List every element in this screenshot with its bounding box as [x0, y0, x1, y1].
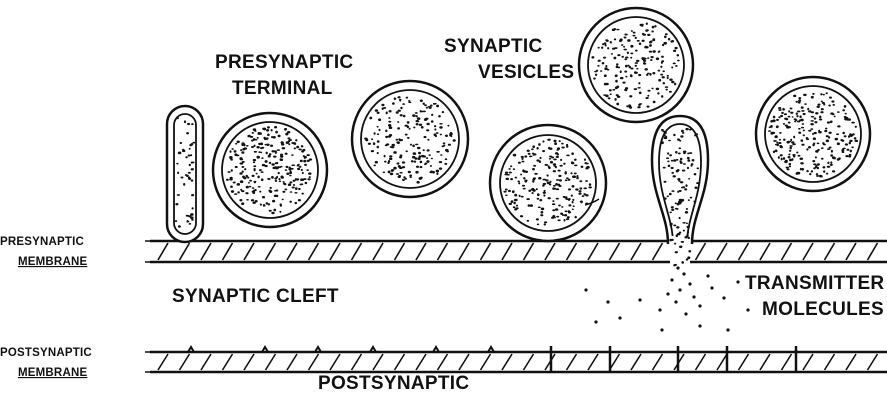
presynaptic-terminal-label: TERMINAL [232, 78, 333, 99]
postsynaptic-membrane [150, 346, 887, 372]
synaptic-vesicles-label: VESICLES [478, 62, 574, 83]
presynaptic-membrane-label: MEMBRANE [18, 256, 87, 268]
synaptic-vesicles-label: SYNAPTIC [444, 36, 542, 57]
synaptic-vesicle [756, 77, 870, 191]
synaptic-cleft-label: SYNAPTIC CLEFT [172, 286, 339, 307]
presynaptic-membrane-label: PRESYNAPTIC [0, 236, 84, 248]
synaptic-vesicle [352, 81, 468, 197]
postsynaptic-membrane-label: MEMBRANE [18, 367, 87, 379]
transmitter-molecules-label: TRANSMITTER [745, 273, 884, 294]
transmitter-molecules-label: MOLECULES [762, 299, 884, 320]
fusing-vesicle [652, 116, 708, 266]
synaptic-vesicle [213, 113, 327, 227]
presynaptic-terminal-label: PRESYNAPTIC [215, 52, 353, 73]
elongated-vesicle [167, 106, 203, 242]
presynaptic-membrane [150, 241, 887, 262]
postsynaptic-membrane-label: POSTSYNAPTIC [0, 347, 92, 359]
transmitter-molecules [584, 266, 749, 331]
synaptic-vesicle [490, 125, 606, 241]
postsynaptic-label: POSTSYNAPTIC [318, 373, 469, 394]
synaptic-vesicle [579, 8, 693, 122]
